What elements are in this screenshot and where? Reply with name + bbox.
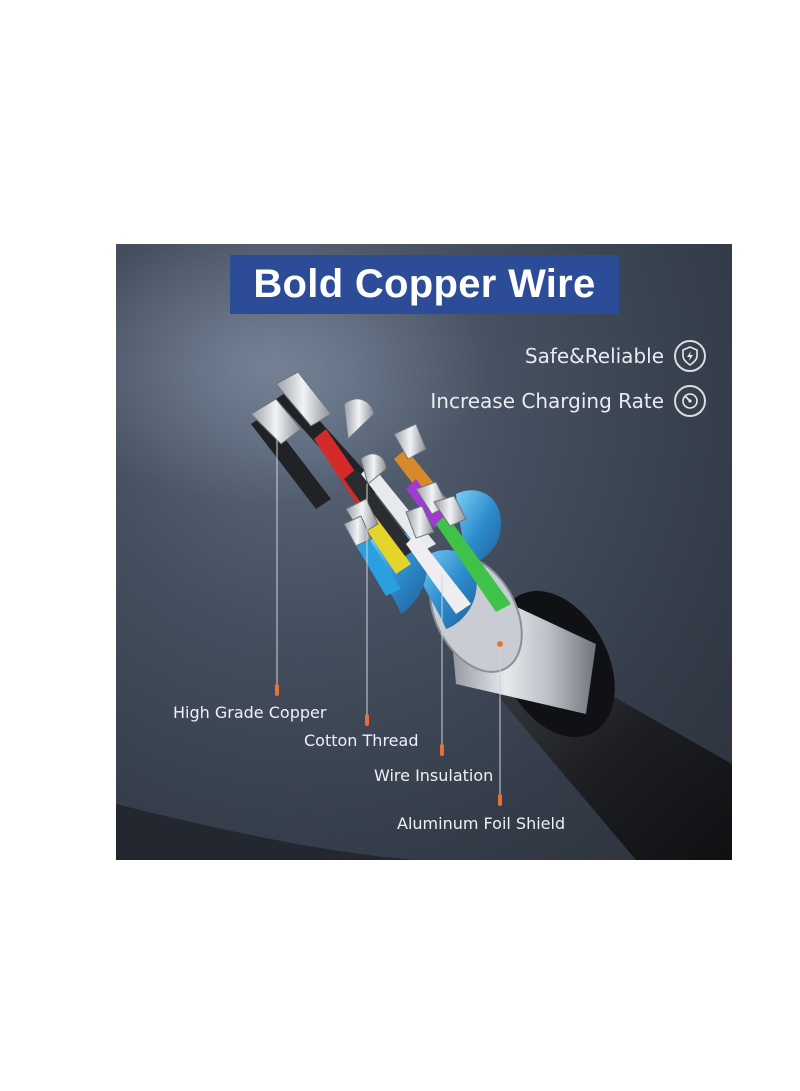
callout-leaders [276,439,501,794]
product-image-panel: Bold Copper Wire Safe&Reliable Increase … [116,244,732,860]
copper-strands [250,371,467,547]
feature-charging-rate: Increase Charging Rate [430,385,706,417]
background-shadow [116,804,416,860]
callout-aluminum-foil-shield: Aluminum Foil Shield [397,814,566,833]
shield-lightning-icon [674,340,706,372]
feature-label: Increase Charging Rate [430,389,664,413]
feature-label: Safe&Reliable [524,344,664,368]
callout-cotton-thread: Cotton Thread [304,731,419,750]
page-title: Bold Copper Wire [230,255,619,314]
feature-safe-reliable: Safe&Reliable [525,340,706,372]
colored-wires [251,389,511,614]
callout-markers [275,641,503,806]
gauge-icon [674,385,706,417]
callout-high-grade-copper: High Grade Copper [173,703,327,722]
callout-wire-insulation: Wire Insulation [374,766,494,785]
